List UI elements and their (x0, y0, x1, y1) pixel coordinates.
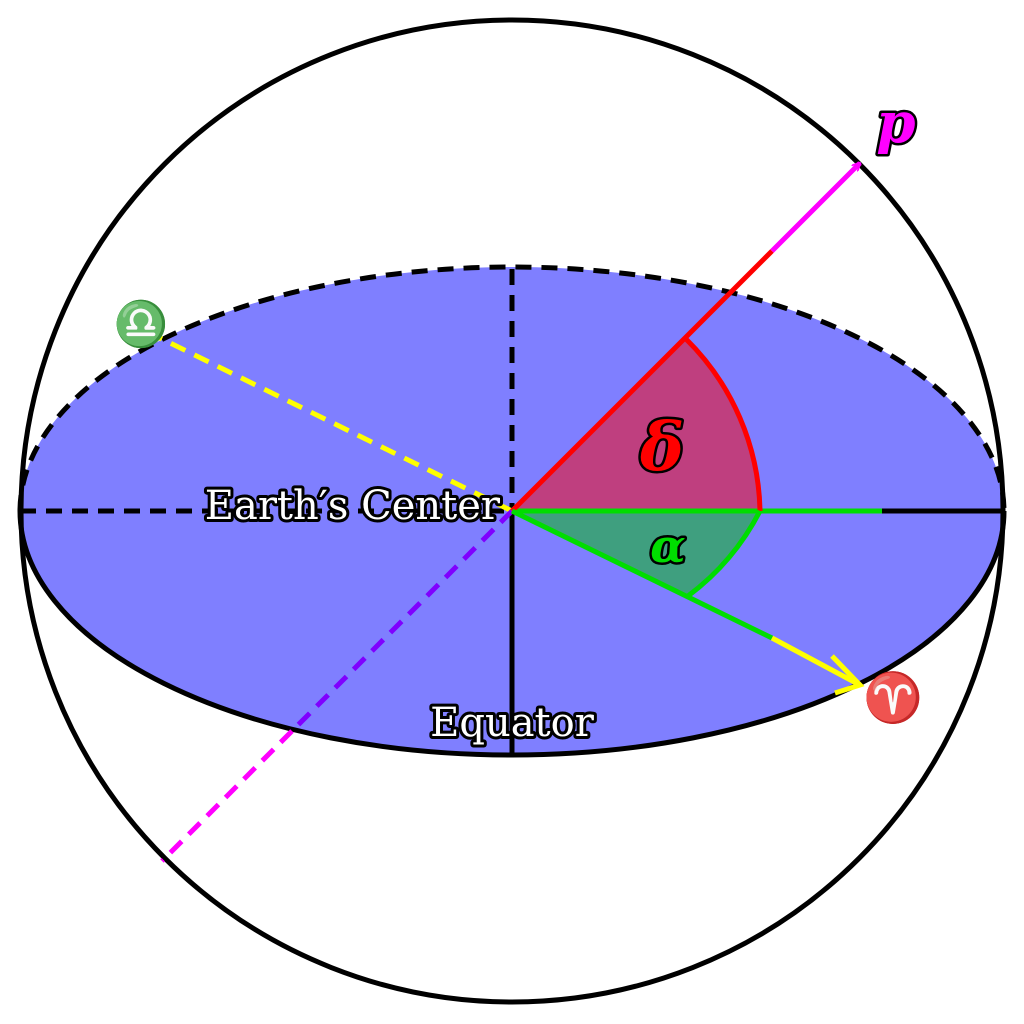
vernal-equinox-label: ♈ (863, 670, 923, 726)
declination-wedge (512, 339, 760, 511)
vernal-equinox-arrowhead (830, 654, 865, 696)
declination-label: δ (639, 408, 684, 486)
declination-line (510, 249, 774, 513)
equator-back-arc (17, 264, 1007, 512)
right-ascension-line (510, 508, 774, 641)
vernal-equinox-arrow (770, 635, 860, 687)
right-ascension-wedge (512, 511, 760, 596)
right-ascension-arc (686, 509, 763, 599)
autumnal-equinox-line (156, 334, 514, 514)
declination-arc (684, 337, 763, 512)
autumnal-equinox-label: ♎ (114, 299, 169, 350)
equator-label: Equator (430, 700, 595, 746)
right-ascension-label: α (650, 519, 685, 573)
point-label: p (876, 90, 915, 156)
point-vector-back-magenta (160, 729, 294, 863)
point-vector-arrow (770, 163, 860, 253)
earth-center-label: Earth′s Center (205, 483, 501, 529)
